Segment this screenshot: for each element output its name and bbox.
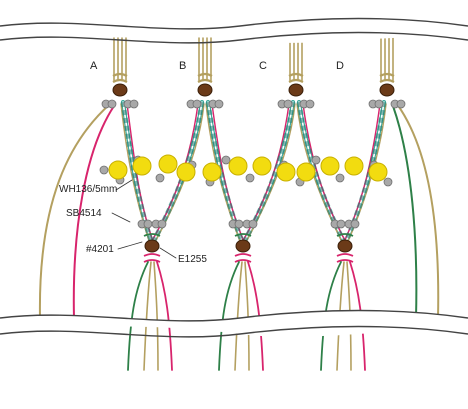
yellow-bead-4 [202, 162, 222, 182]
lower-pink-cord-1 [247, 261, 264, 371]
top-wood-bead-2 [288, 83, 304, 97]
gray-seed-bead-19 [157, 219, 167, 229]
gray-seed-bead-7 [214, 99, 224, 109]
lower-tan-cord-a-2 [336, 261, 345, 371]
top-knot-wrap-0-1 [112, 78, 128, 83]
outer-right-green-cord [392, 105, 418, 319]
gray-seed-bead-25 [336, 219, 346, 229]
column-label-b: B [179, 60, 187, 72]
lower-tan-cord-b-1 [244, 261, 250, 371]
gray-seed-bead-11 [305, 99, 315, 109]
bottom-break-bottom-edge [0, 325, 468, 338]
gray-seed-bead-9 [283, 99, 293, 109]
gray-seed-bead-35 [311, 155, 321, 165]
lower-tan-cord-b-0 [153, 261, 159, 371]
bottom-knot-wrap-2-2 [336, 259, 354, 263]
top-knot-wrap-2-1 [288, 78, 304, 83]
yellow-bead-1 [132, 156, 152, 176]
gray-seed-bead-5 [192, 99, 202, 109]
gray-seed-bead-15 [396, 99, 406, 109]
yellow-bead-9 [320, 156, 340, 176]
top-knot-wrap-2-0 [288, 72, 304, 77]
lower-green-cord-1 [218, 261, 240, 371]
gray-seed-bead-41 [383, 177, 393, 187]
bottom-break-fill [0, 310, 468, 337]
bottom-knot-wrap-2-1 [336, 253, 354, 257]
leader-num [117, 241, 143, 250]
column-label-d: D [336, 60, 344, 72]
pink-thread-3 [240, 103, 290, 245]
callout-wh: WH136/5mm [59, 184, 118, 195]
gray-seed-bead-23 [248, 219, 258, 229]
leader-wh [115, 179, 133, 191]
top-knot-wrap-1-0 [197, 72, 213, 77]
bottom-knot-wrap-1-1 [234, 253, 252, 257]
callout-e: E1255 [178, 254, 207, 265]
yellow-bead-8 [296, 162, 316, 182]
top-break-fill [0, 18, 468, 43]
top-wood-bead-0 [112, 83, 128, 97]
gray-seed-bead-13 [374, 99, 384, 109]
leader-e [159, 247, 177, 259]
top-knot-wrap-0-0 [112, 72, 128, 77]
bottom-knot-wrap-0-2 [143, 259, 161, 263]
bottom-wood-bead-0 [144, 239, 160, 253]
gray-seed-bead-21 [234, 219, 244, 229]
yellow-bead-3 [176, 162, 196, 182]
gray-seed-bead-17 [143, 219, 153, 229]
lower-pink-cord-2 [349, 261, 366, 371]
yellow-bead-11 [368, 162, 388, 182]
bottom-knot-wrap-1-2 [234, 259, 252, 263]
outer-left-tan-cord [38, 103, 111, 319]
top-break-top-edge [0, 17, 468, 30]
yellow-bead-2 [158, 154, 178, 174]
top-wood-bead-1 [197, 83, 213, 97]
bottom-knot-wrap-1-0 [234, 233, 252, 237]
column-label-a: A [90, 60, 98, 72]
gray-seed-bead-1 [107, 99, 117, 109]
top-knot-wrap-3-1 [379, 78, 395, 83]
lower-pink-cord-0 [156, 261, 173, 371]
bottom-break-top-edge [0, 309, 468, 322]
leader-sb [111, 212, 131, 223]
lower-tan-cord-b-2 [346, 261, 352, 371]
top-break-bottom-edge [0, 31, 468, 44]
callout-num: #4201 [86, 244, 114, 255]
bottom-knot-wrap-0-1 [143, 253, 161, 257]
top-knot-wrap-3-0 [379, 72, 395, 77]
bottom-wood-bead-1 [235, 239, 251, 253]
yellow-bead-0 [108, 160, 128, 180]
gray-seed-bead-27 [350, 219, 360, 229]
gray-seed-bead-32 [221, 155, 231, 165]
bottom-knot-wrap-0-0 [143, 233, 161, 237]
outer-left-pink-cord [72, 105, 115, 319]
top-knot-wrap-1-1 [197, 78, 213, 83]
yellow-bead-10 [344, 156, 364, 176]
yellow-bead-6 [252, 156, 272, 176]
lower-tan-cord-a-0 [143, 261, 152, 371]
column-label-c: C [259, 60, 267, 72]
gray-seed-bead-30 [155, 173, 165, 183]
lower-green-cord-0 [127, 261, 149, 371]
teal-bead-row-0 [120, 101, 155, 245]
lower-green-cord-2 [320, 261, 342, 371]
bottom-wood-bead-2 [337, 239, 353, 253]
lower-tan-cord-a-1 [234, 261, 243, 371]
gray-seed-bead-36 [335, 173, 345, 183]
callout-sb: SB4514 [66, 208, 102, 219]
yellow-bead-5 [228, 156, 248, 176]
bottom-knot-wrap-2-0 [336, 233, 354, 237]
yellow-bead-7 [276, 162, 296, 182]
top-wood-bead-3 [379, 83, 395, 97]
gray-seed-bead-28 [99, 165, 109, 175]
pink-thread-4 [302, 103, 348, 245]
tan-thread-0 [120, 103, 151, 245]
gray-seed-bead-33 [245, 173, 255, 183]
gray-seed-bead-3 [129, 99, 139, 109]
outer-right-tan-cord [396, 103, 440, 319]
